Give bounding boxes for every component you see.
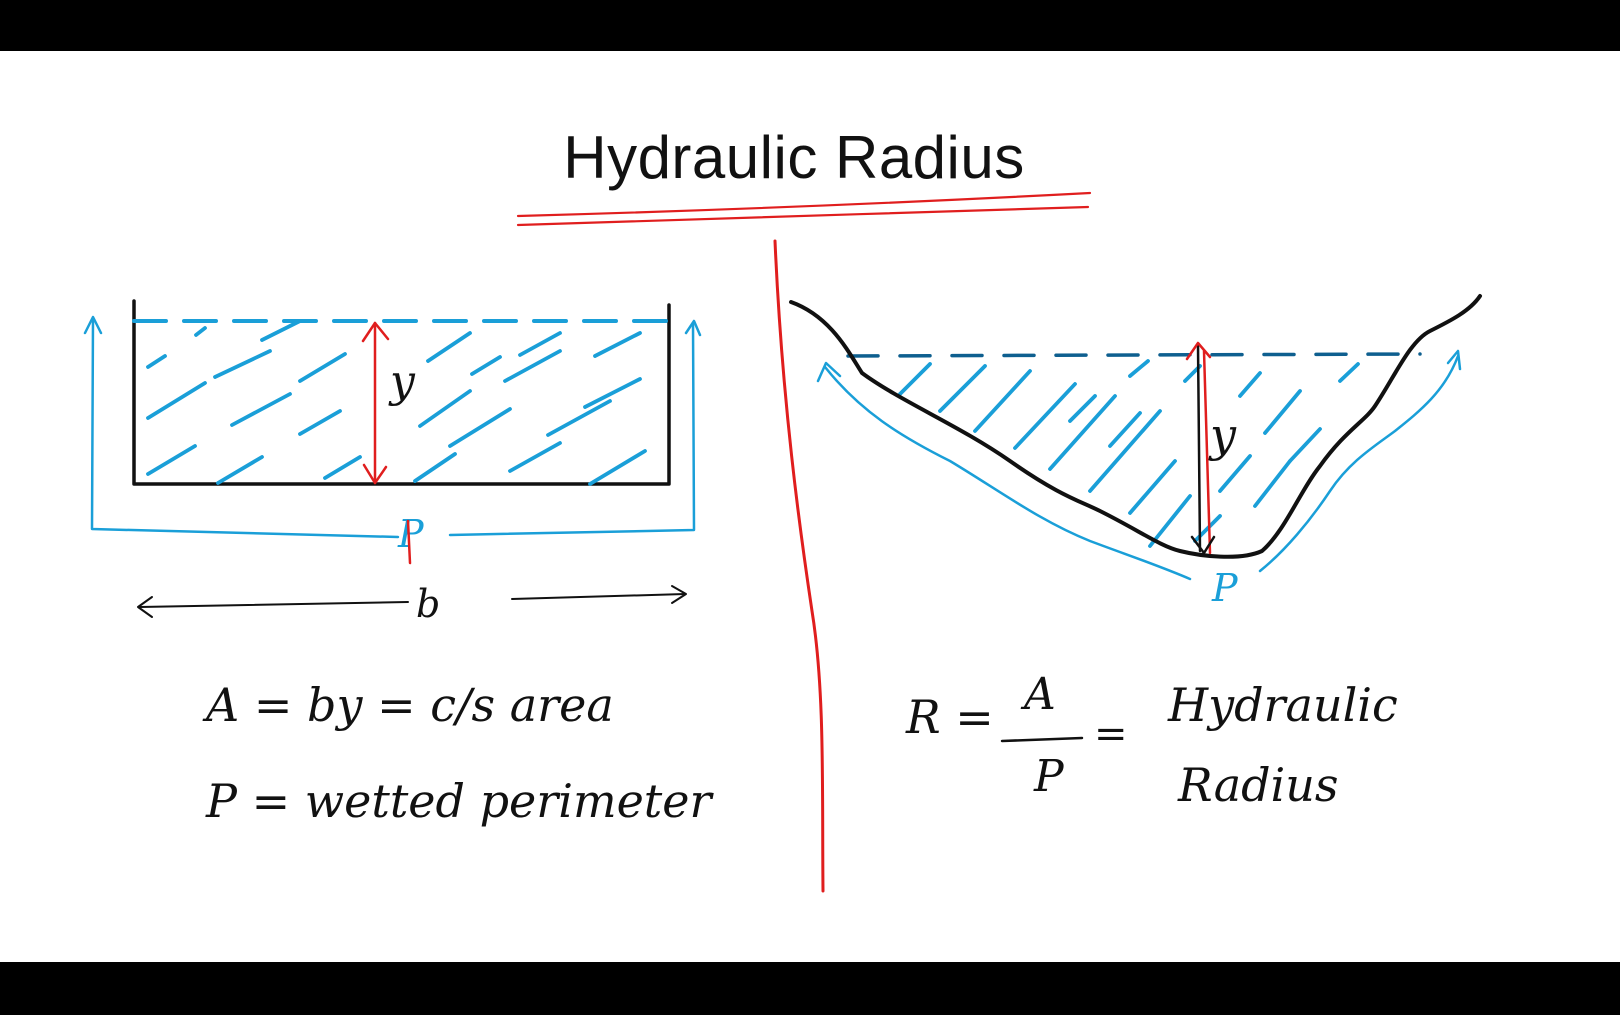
rect-depth-label: y — [388, 356, 416, 407]
perimeter-equation: P = wetted perimeter — [205, 774, 715, 828]
natural-water-surface — [846, 352, 1422, 358]
slide-title: Hydraulic Radius — [563, 124, 1025, 191]
natural-depth-arrow — [1185, 341, 1216, 555]
rect-perimeter-red-tick — [406, 519, 412, 565]
radius-denominator: P — [1033, 751, 1065, 802]
natural-channel-bed — [789, 294, 1482, 559]
title-underline — [516, 191, 1092, 227]
rect-channel — [83, 299, 702, 618]
radius-equals: = — [1094, 711, 1128, 757]
letterbox-bottom — [0, 962, 1620, 1015]
area-equation: A = by = c/s area — [202, 678, 614, 732]
radius-numerator: A — [1020, 669, 1056, 720]
rect-water-hatching — [146, 319, 647, 486]
radius-lhs: R = — [905, 690, 994, 744]
whiteboard-ink: y P b y P A = by = c/s area P = wetted p… — [83, 191, 1482, 893]
slide: Hydraulic Radius — [0, 51, 1620, 962]
radius-name-line2: Radius — [1177, 758, 1339, 812]
fraction-bar — [1000, 736, 1084, 743]
natural-perimeter-label: P — [1211, 566, 1239, 610]
rect-channel-walls — [132, 299, 671, 486]
natural-water-hatching — [898, 359, 1360, 548]
letterbox-top — [0, 0, 1620, 51]
rect-width-arrow — [137, 585, 687, 618]
natural-perimeter-line — [816, 349, 1462, 581]
rect-width-label: b — [416, 582, 440, 626]
divider-line — [773, 239, 825, 893]
rect-depth-arrow — [361, 321, 390, 485]
rect-perimeter-label: P — [397, 512, 425, 556]
natural-depth-label: y — [1208, 408, 1237, 462]
rect-perimeter-bracket — [83, 315, 702, 539]
radius-name-line1: Hydraulic — [1167, 678, 1398, 732]
natural-channel — [789, 294, 1482, 581]
